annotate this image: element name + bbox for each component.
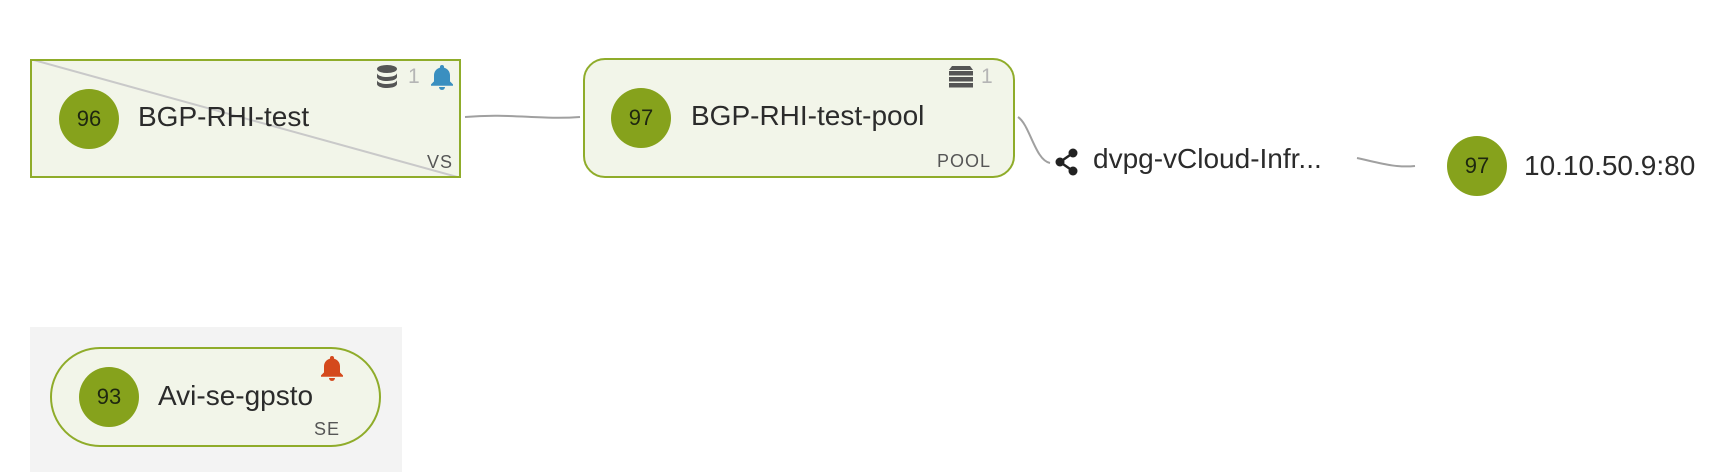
health-score-badge[interactable]: 93	[79, 367, 139, 427]
health-score-badge[interactable]: 96	[59, 89, 119, 149]
virtual-service-node[interactable]: 96 BGP-RHI-test 1 VS	[30, 59, 461, 178]
server-count: 1	[981, 65, 993, 88]
disabled-strike-line	[33, 61, 458, 176]
bell-icon[interactable]	[429, 63, 455, 91]
pool-node[interactable]: 97 BGP-RHI-test-pool 1 POOL	[583, 58, 1015, 178]
pool-name: BGP-RHI-test-pool	[691, 100, 925, 131]
server-health-score-badge[interactable]: 97	[1447, 136, 1507, 196]
pool-count: 1	[408, 65, 420, 88]
server-address[interactable]: 10.10.50.9:80	[1524, 150, 1696, 181]
server-stack-icon	[949, 66, 973, 88]
connector-network-to-server	[1356, 157, 1416, 168]
node-type-label: VS	[427, 152, 454, 172]
node-type-label: POOL	[937, 151, 992, 171]
database-icon	[377, 65, 397, 88]
service-engine-name: Avi-se-gpsto	[158, 380, 314, 411]
node-type-label: SE	[314, 419, 341, 439]
network-name[interactable]: dvpg-vCloud-Infr...	[1093, 143, 1322, 174]
share-icon	[1055, 148, 1078, 176]
bell-icon[interactable]	[319, 354, 345, 382]
health-score-badge[interactable]: 97	[611, 88, 671, 148]
connector-vs-to-pool	[464, 114, 581, 119]
virtual-service-name: BGP-RHI-test	[138, 101, 310, 132]
connector-pool-to-network	[1017, 116, 1051, 164]
service-engine-node[interactable]: 93 Avi-se-gpsto SE	[50, 347, 381, 447]
